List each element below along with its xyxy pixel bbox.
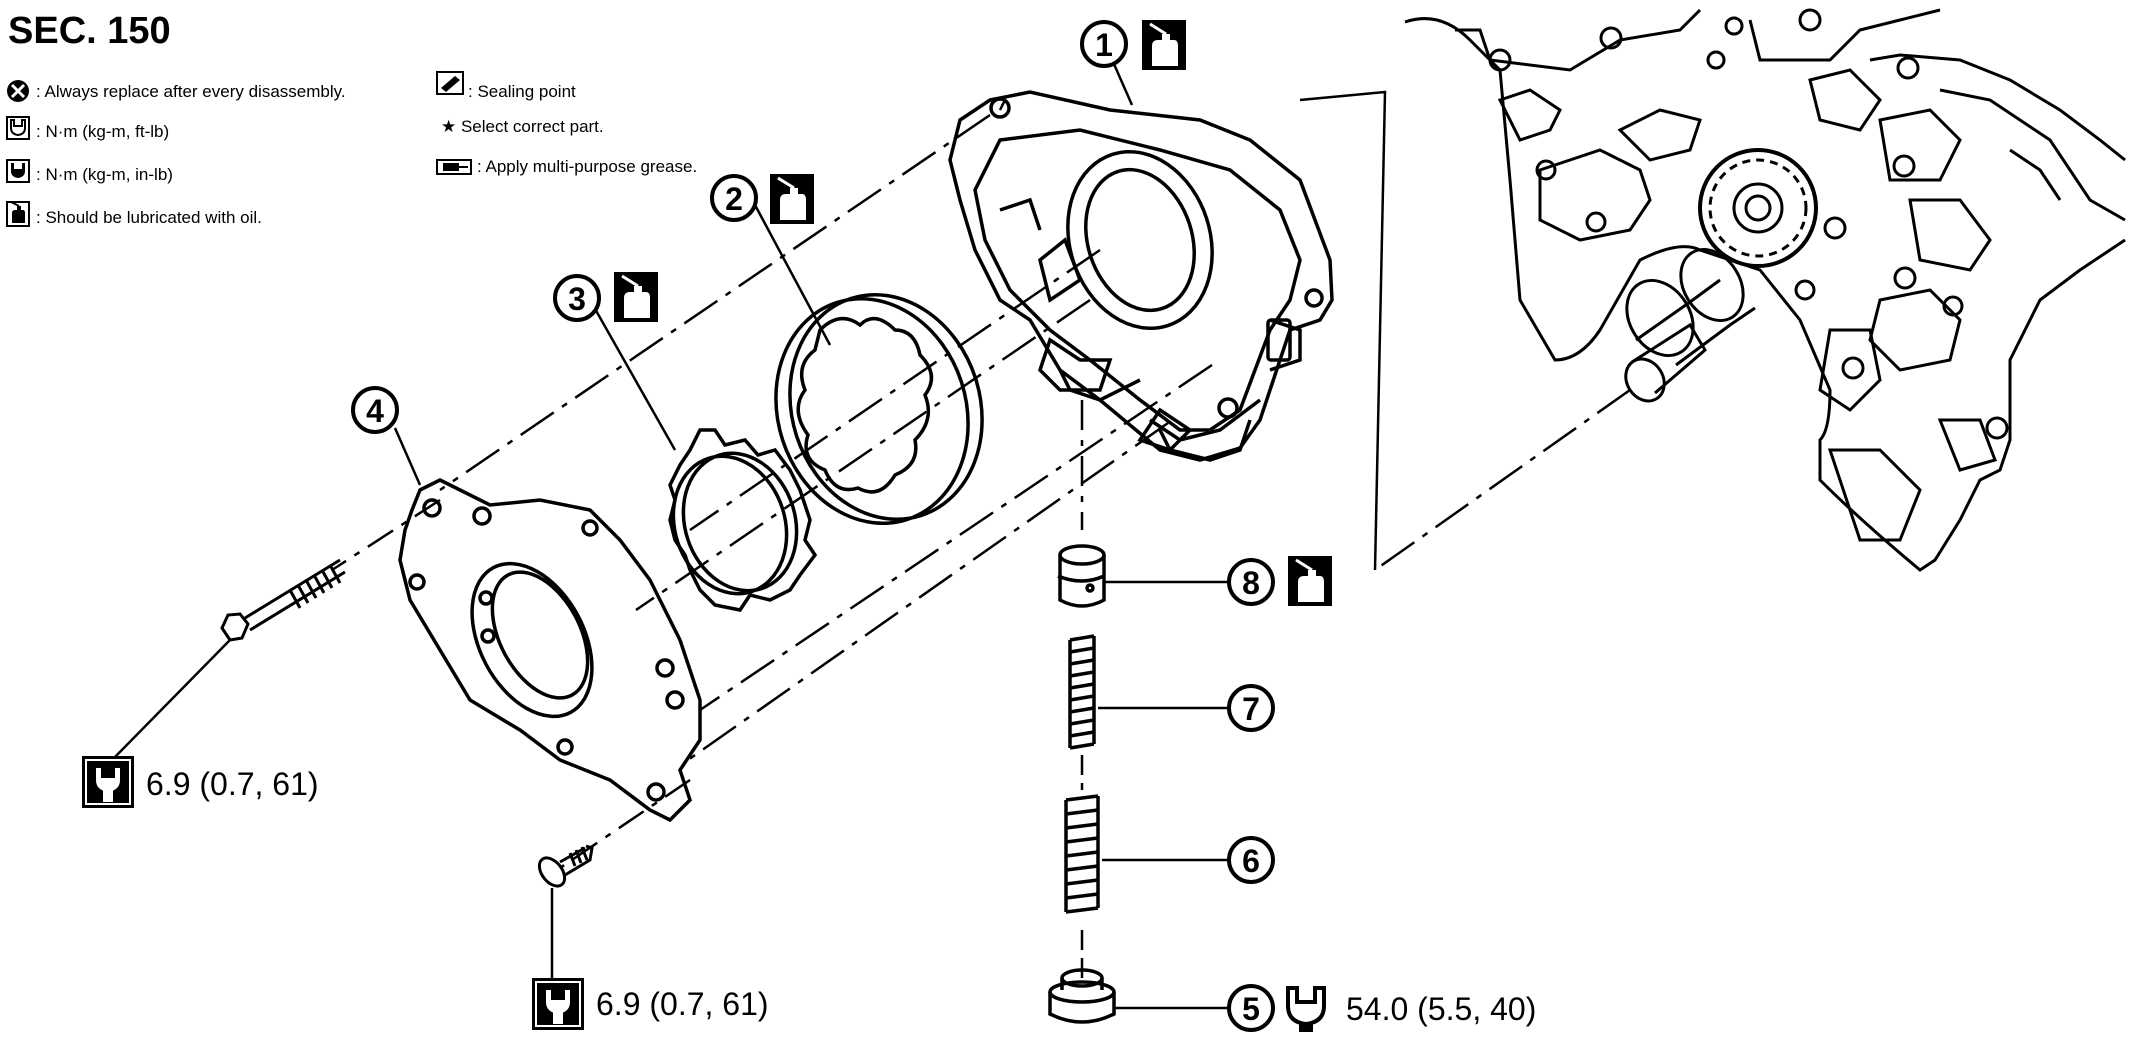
- torque-spec-screw: 6.9 (0.7, 61): [531, 977, 769, 1031]
- callout-6: 6: [1227, 836, 1275, 884]
- legend: : Always replace after every disassembly…: [6, 71, 697, 227]
- oil-can-icon: [6, 201, 30, 227]
- callout-4: 4: [351, 386, 399, 434]
- legend-text: : N·m (kg-m, in-lb): [36, 165, 173, 184]
- oil-can-icon: [612, 270, 660, 324]
- svg-text:3: 3: [568, 281, 586, 317]
- torque-inlb-icon: [6, 159, 30, 183]
- callout-3: 3: [553, 270, 660, 324]
- engine-block: [1404, 8, 2126, 572]
- torque-wrench-icon: [81, 755, 135, 809]
- oil-can-icon: [768, 172, 816, 226]
- svg-text:5: 5: [1242, 991, 1260, 1027]
- replace-icon: [7, 80, 29, 102]
- legend-text: : Sealing point: [468, 82, 576, 101]
- cover-screw: [537, 844, 594, 888]
- leader-lines: [111, 54, 1230, 1010]
- torque-spec-bolt: 6.9 (0.7, 61): [81, 755, 319, 809]
- legend-item-torque-inlb: : N·m (kg-m, in-lb): [6, 159, 173, 184]
- legend-text: : Apply multi-purpose grease.: [477, 157, 697, 176]
- callout-1: 1: [1080, 18, 1188, 72]
- oil-can-icon: [1286, 554, 1334, 608]
- svg-text:8: 8: [1242, 565, 1260, 601]
- torque-value: 6.9 (0.7, 61): [146, 766, 319, 802]
- legend-item-star: ★ Select correct part.: [441, 117, 604, 136]
- legend-item-replace: : Always replace after every disassembly…: [7, 80, 346, 102]
- legend-item-grease: : Apply multi-purpose grease.: [436, 157, 697, 176]
- mounting-bolt: [220, 558, 346, 642]
- callout-8: 8: [1227, 554, 1334, 608]
- callout-7: 7: [1227, 684, 1275, 732]
- torque-wrench-icon: [1286, 986, 1326, 1034]
- svg-text:4: 4: [366, 393, 384, 429]
- pump-body: [948, 90, 1334, 462]
- torque-value: 54.0 (5.5, 40): [1346, 991, 1536, 1027]
- sealing-icon: [436, 71, 464, 95]
- torque-wrench-icon: [531, 977, 585, 1031]
- legend-item-torque-ftlb: : N·m (kg-m, ft-lb): [6, 116, 169, 141]
- page-title: SEC. 150: [8, 10, 171, 52]
- inner-rotor: [668, 428, 818, 612]
- oil-can-icon: [1140, 18, 1188, 72]
- legend-item-oil: : Should be lubricated with oil.: [6, 201, 262, 227]
- legend-text: ★ Select correct part.: [441, 117, 604, 136]
- legend-text: : N·m (kg-m, ft-lb): [36, 122, 169, 141]
- torque-spec-plug: 54.0 (5.5, 40): [1286, 986, 1536, 1034]
- torque-ftlb-icon: [6, 116, 30, 140]
- legend-text: : Always replace after every disassembly…: [36, 82, 346, 101]
- svg-text:2: 2: [725, 181, 743, 217]
- grease-icon: [436, 159, 472, 175]
- outer-rotor: [774, 293, 984, 525]
- relief-valve: [1048, 544, 1116, 1024]
- svg-text:7: 7: [1242, 691, 1260, 727]
- callout-2: 2: [710, 172, 816, 226]
- legend-item-sealing: : Sealing point: [436, 71, 576, 101]
- cover-plate: [398, 478, 702, 823]
- torque-value: 6.9 (0.7, 61): [596, 986, 769, 1022]
- svg-text:1: 1: [1095, 27, 1113, 63]
- legend-text: : Should be lubricated with oil.: [36, 208, 262, 227]
- alignment-lines: [331, 90, 1631, 978]
- svg-text:6: 6: [1242, 843, 1260, 879]
- title-area: SEC. 150: [8, 10, 171, 52]
- callout-5: 5: [1227, 984, 1275, 1032]
